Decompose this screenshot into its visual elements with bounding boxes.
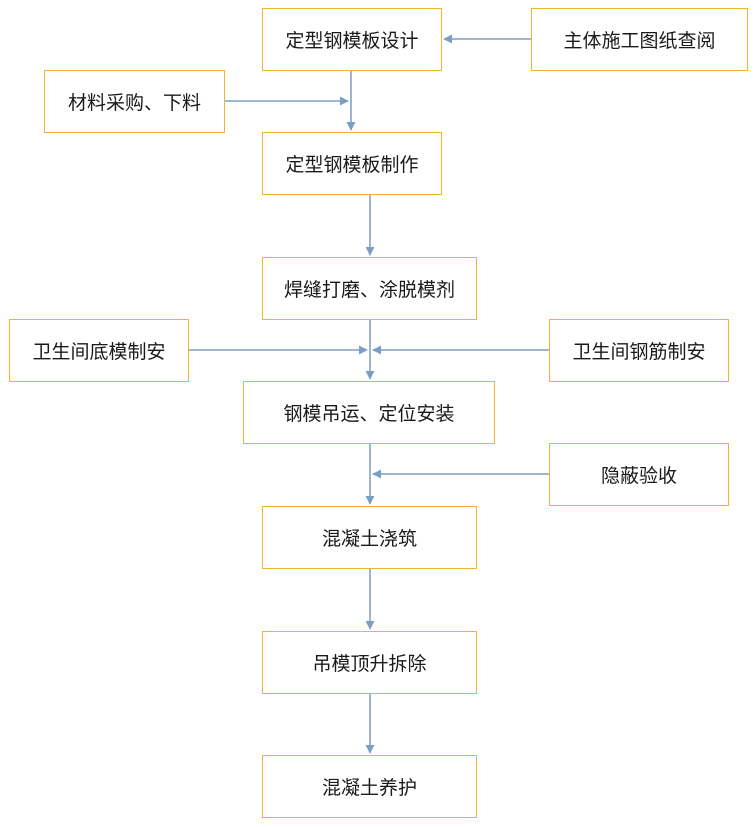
node-formwork-design: 定型钢模板设计 xyxy=(262,8,442,71)
node-lift-remove: 吊模顶升拆除 xyxy=(262,631,477,694)
node-bathroom-formwork: 卫生间底模制安 xyxy=(9,319,189,382)
node-weld-polish: 焊缝打磨、涂脱模剂 xyxy=(262,257,477,320)
node-formwork-fabrication: 定型钢模板制作 xyxy=(262,132,442,195)
node-material-purchase: 材料采购、下料 xyxy=(44,70,225,133)
node-hoist-install: 钢模吊运、定位安装 xyxy=(243,381,495,444)
node-drawing-review: 主体施工图纸查阅 xyxy=(531,8,748,71)
node-bathroom-rebar: 卫生间钢筋制安 xyxy=(549,319,729,382)
node-concrete-curing: 混凝土养护 xyxy=(262,755,477,818)
node-concealed-inspection: 隐蔽验收 xyxy=(549,443,729,506)
node-concrete-pour: 混凝土浇筑 xyxy=(262,506,477,569)
